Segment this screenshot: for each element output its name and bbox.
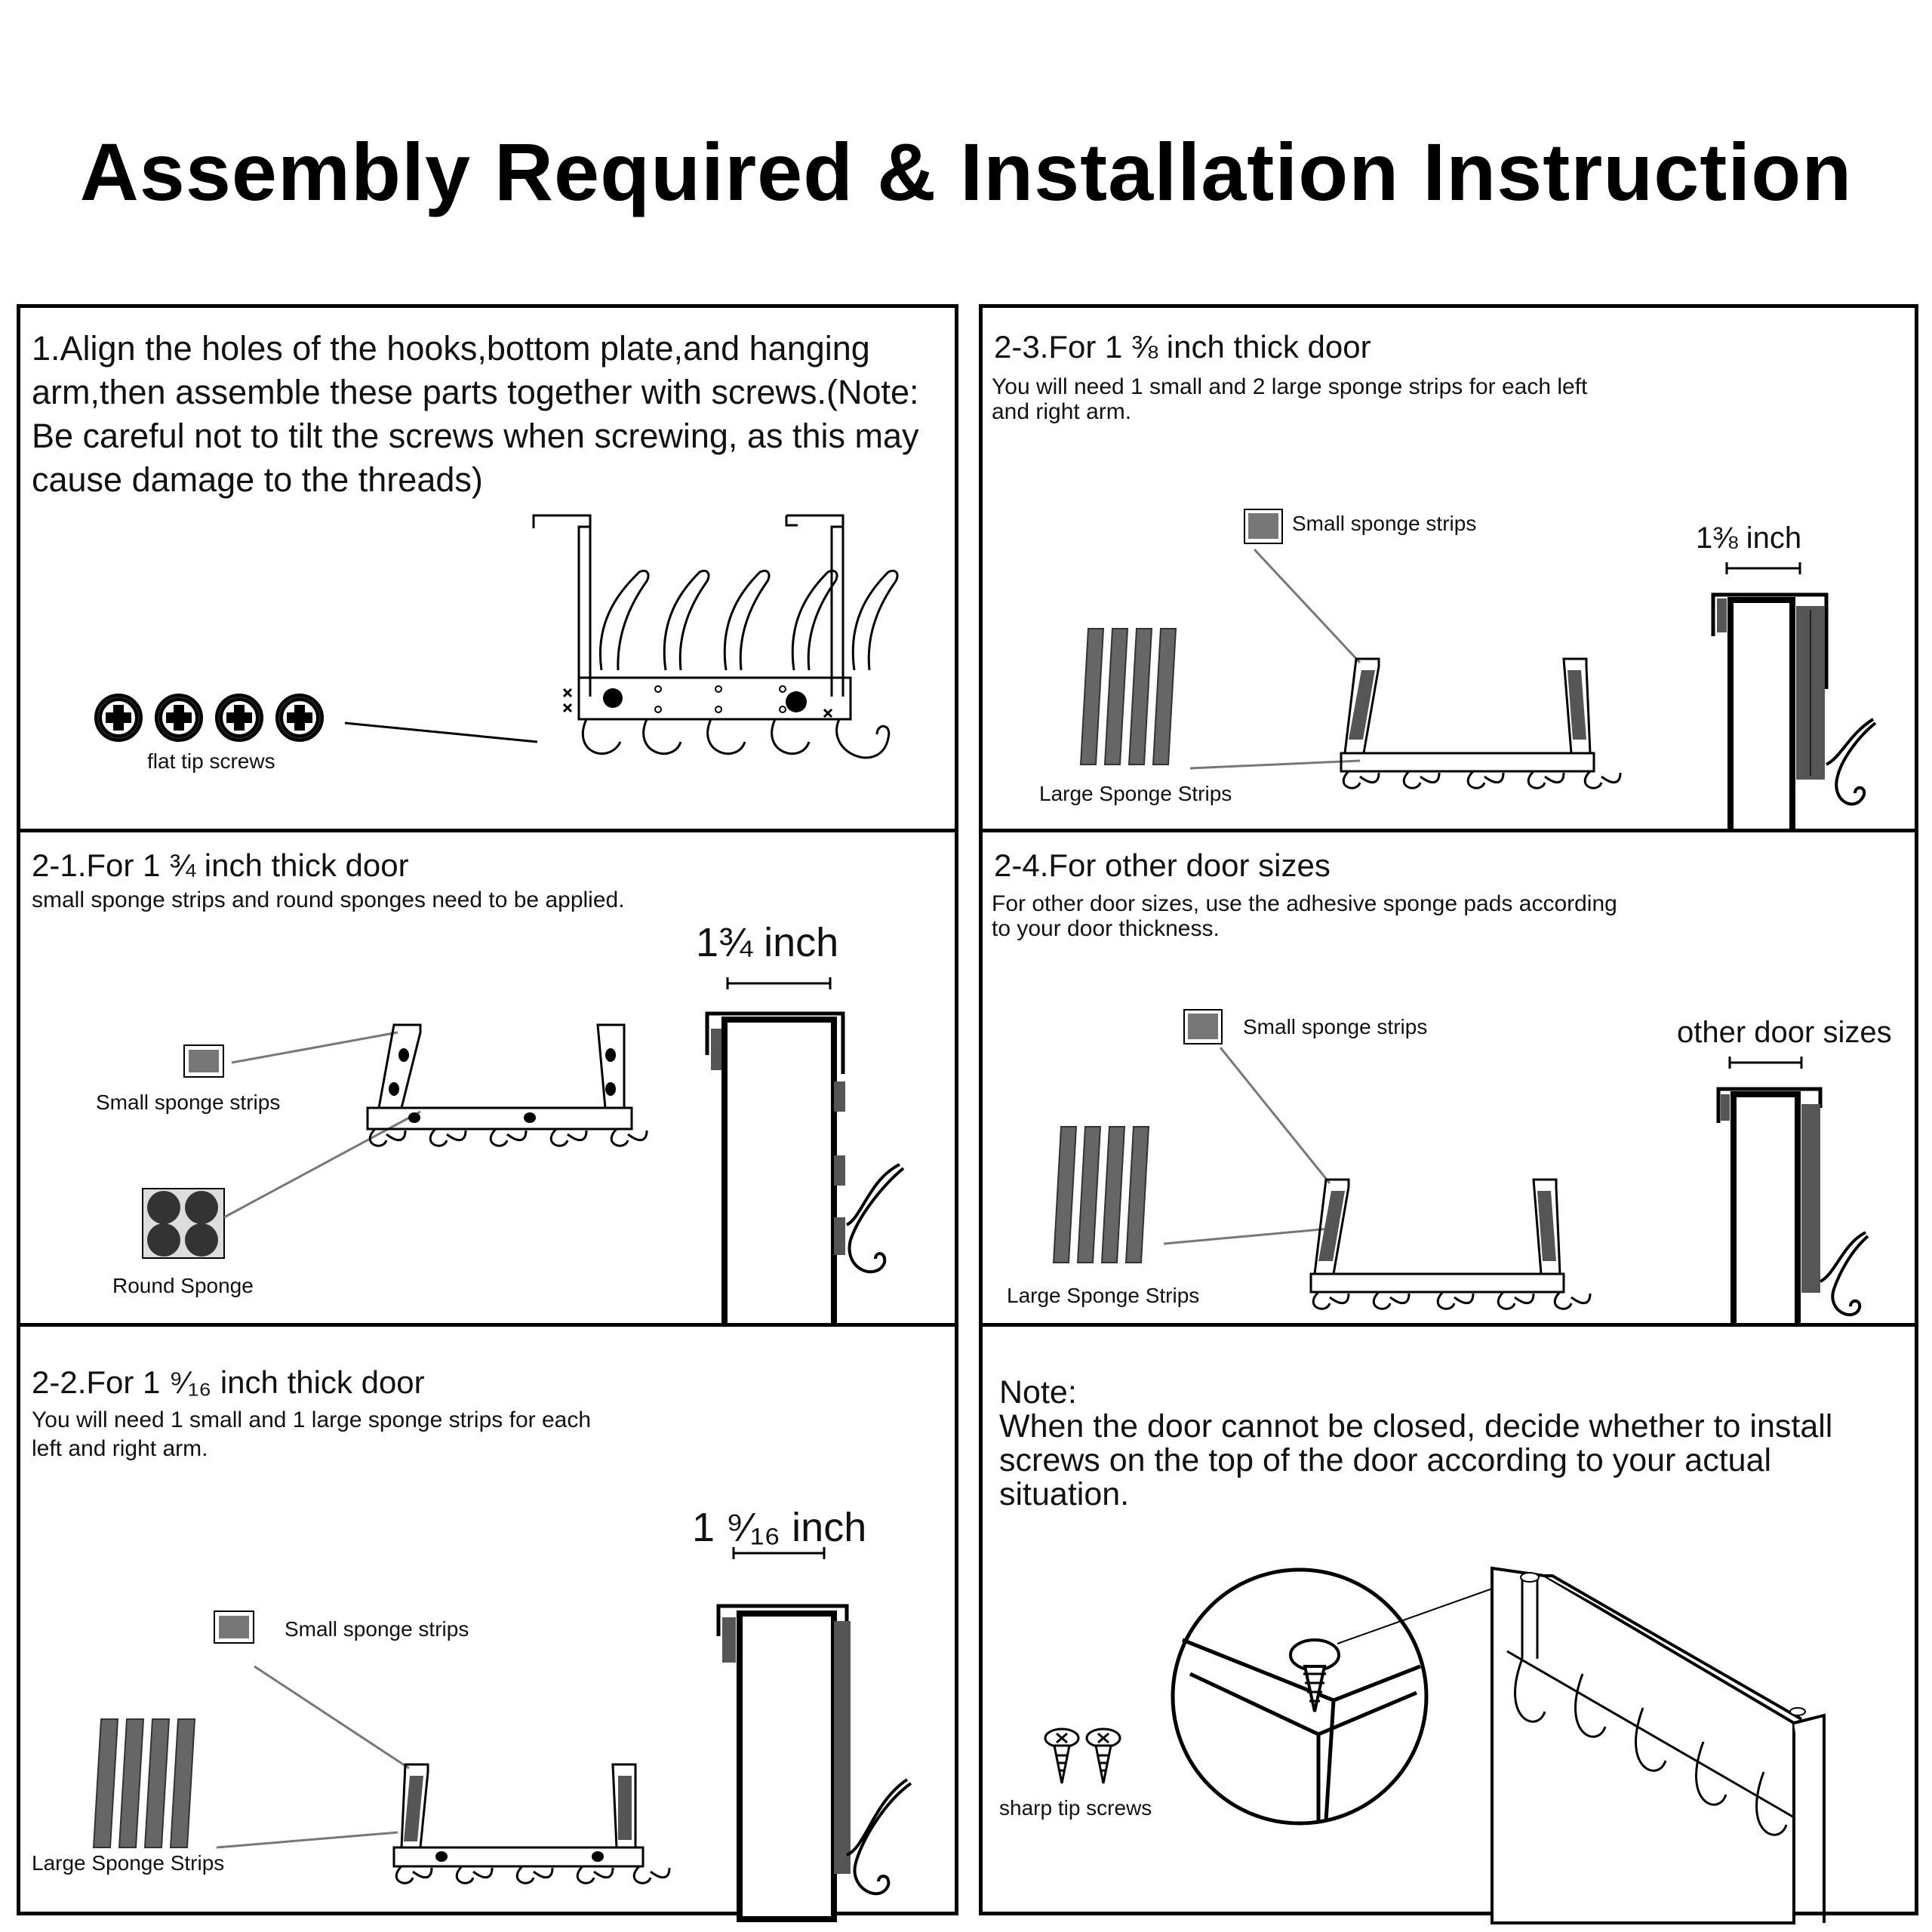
flat-tip-screws-icon [92, 689, 364, 746]
step-2-2-subtext: You will need 1 small and 1 large sponge… [32, 1406, 591, 1463]
hanger-assembly-illustration [534, 512, 926, 806]
page-title: Assembly Required & Installation Instruc… [0, 125, 1932, 219]
large-sponge-strips-icon [1079, 629, 1185, 764]
panel-step-2-3: 2-3.For 1 ⅜ inch thick door You will nee… [979, 304, 1918, 832]
hanger-with-sponges-illustration [1179, 542, 1647, 791]
door-thickness-measure: 1⅜ inch [1696, 521, 1801, 555]
panel-note: Note: When the door cannot be closed, de… [979, 1323, 1918, 1915]
large-sponge-strips-icon [1052, 1127, 1158, 1263]
step-2-3-heading: 2-3.For 1 ⅜ inch thick door [994, 329, 1371, 365]
step-2-4-subtext: For other door sizes, use the adhesive s… [992, 891, 1617, 941]
door-cross-section-1-3-8 [1706, 568, 1902, 840]
round-sponge-icon [141, 1187, 228, 1263]
step-2-3-subtext: You will need 1 small and 2 large sponge… [992, 374, 1587, 424]
small-sponge-strip-icon [183, 1044, 228, 1081]
step-2-1-heading: 2-1.For 1 ¾ inch thick door [32, 848, 409, 884]
door-top-screw-illustration [1175, 1568, 1922, 1923]
large-sponge-strips-label: Large Sponge Strips [32, 1851, 224, 1875]
panel-step-1: 1.Align the holes of the hooks,bottom pl… [17, 304, 958, 832]
note-heading: Note: [999, 1376, 1077, 1410]
sharp-tip-screws-icon [1043, 1727, 1126, 1787]
step-2-1-subtext: small sponge strips and round sponges ne… [32, 888, 625, 912]
hanger-with-sponges-illustration [224, 998, 692, 1300]
door-cross-section-other [1715, 1063, 1903, 1334]
flat-tip-screws-label: flat tip screws [147, 749, 275, 774]
panel-step-2-1: 2-1.For 1 ¾ inch thick door small sponge… [17, 829, 958, 1327]
door-cross-section-1-3-4 [688, 983, 952, 1331]
small-sponge-strips-label: Small sponge strips [1292, 512, 1476, 536]
panel-step-2-2: 2-2.For 1 ⁹⁄₁₆ inch thick door You will … [17, 1323, 958, 1915]
small-sponge-strip-icon [1183, 1008, 1224, 1046]
door-cross-section-1-9-16 [688, 1553, 937, 1923]
sharp-tip-screws-label: sharp tip screws [999, 1796, 1152, 1820]
step-2-2-heading: 2-2.For 1 ⁹⁄₁₆ inch thick door [32, 1364, 425, 1401]
hanger-with-sponges-illustration [1164, 1044, 1632, 1300]
door-thickness-measure: other door sizes [1677, 1016, 1892, 1050]
small-sponge-strips-label: Small sponge strips [1243, 1015, 1427, 1039]
step-2-4-heading: 2-4.For other door sizes [994, 848, 1331, 884]
door-thickness-measure: 1 ⁹⁄₁₆ inch [692, 1504, 866, 1551]
door-thickness-measure: 1¾ inch [696, 919, 838, 966]
panel-step-2-4: 2-4.For other door sizes For other door … [979, 829, 1918, 1327]
large-sponge-strips-icon [92, 1719, 205, 1847]
hanger-with-sponges-illustration [202, 1636, 700, 1900]
note-text: When the door cannot be closed, decide w… [999, 1410, 1905, 1512]
step-1-instructions: 1.Align the holes of the hooks,bottom pl… [32, 327, 952, 502]
small-sponge-strip-icon [1243, 508, 1284, 546]
